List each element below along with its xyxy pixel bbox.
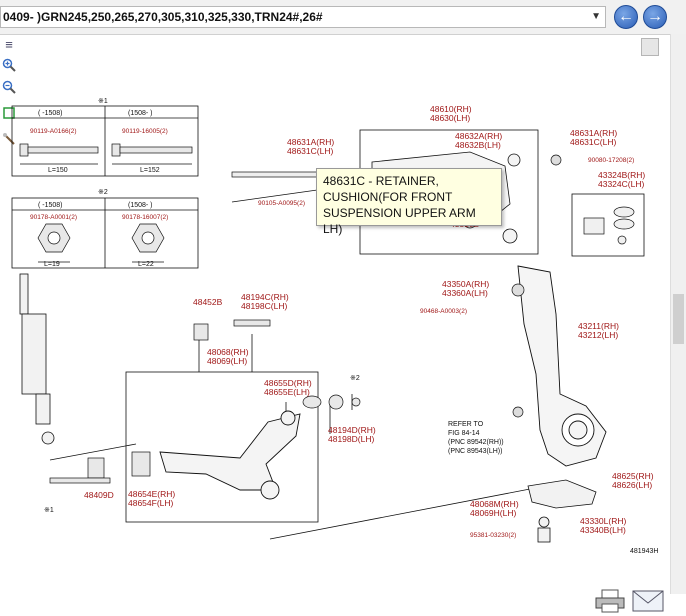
part-48452b[interactable]: 48452B — [193, 297, 223, 307]
part-43330l[interactable]: 43330L(RH) — [580, 516, 626, 526]
panel-toggle-button[interactable] — [641, 38, 659, 56]
refer-line-4: (PNC 89543(LH)) — [448, 448, 502, 455]
part-48625[interactable]: 48625(RH) — [612, 471, 654, 481]
part-48068[interactable]: 48068(RH) — [207, 347, 249, 357]
chevron-down-icon[interactable]: ▼ — [591, 11, 601, 22]
mark-2: ※2 — [350, 375, 360, 382]
fit-icon[interactable] — [0, 106, 18, 124]
part-48655e[interactable]: 48655E(LH) — [264, 387, 310, 397]
table2-col1-header: ( -1508) — [38, 202, 63, 209]
tooltip-line-3: SUSPENSION UPPER ARM LH) — [323, 206, 476, 236]
part-tooltip: 48631C - RETAINER, CUSHION(FOR FRONT SUS… — [316, 168, 502, 236]
part-48409d[interactable]: 48409D — [84, 490, 114, 500]
part-43340b[interactable]: 43340B(LH) — [580, 525, 626, 535]
menu-icon[interactable]: ≡ — [5, 37, 13, 52]
table1-col1-header: ( -1508) — [38, 110, 63, 117]
table2-part1[interactable]: 90178-A0001(2) — [30, 214, 77, 221]
toolbar: 0409- )GRN245,250,265,270,305,310,325,33… — [0, 0, 686, 35]
part-48631c-right[interactable]: 48631C(LH) — [570, 137, 616, 147]
forward-arrow-icon[interactable]: → — [643, 5, 667, 29]
back-arrow-icon[interactable]: ← — [614, 5, 638, 29]
part-48632b[interactable]: 48632B(LH) — [455, 140, 501, 150]
table2-len2: L=22 — [138, 261, 154, 268]
part-48655d[interactable]: 48655D(RH) — [264, 378, 312, 388]
part-48654e[interactable]: 48654E(RH) — [128, 489, 175, 499]
table1-part1[interactable]: 90119-A0166(2) — [30, 128, 77, 135]
table1-len1: L=150 — [48, 167, 68, 174]
part-48631a-right[interactable]: 48631A(RH) — [570, 128, 617, 138]
part-43324c[interactable]: 43324C(LH) — [598, 179, 644, 189]
part-48631a-left[interactable]: 48631A(RH) — [287, 137, 334, 147]
part-43212[interactable]: 43212(LH) — [578, 330, 618, 340]
part-48069h[interactable]: 48069H(LH) — [470, 508, 516, 518]
part-43350a[interactable]: 43350A(RH) — [442, 279, 489, 289]
vertical-scrollbar[interactable] — [670, 34, 686, 594]
part-48630[interactable]: 48630(LH) — [430, 113, 470, 123]
part-48626[interactable]: 48626(LH) — [612, 480, 652, 490]
table2-col2-header: (1508- ) — [128, 202, 153, 209]
part-48631c-left[interactable]: 48631C(LH) — [287, 146, 333, 156]
table1-mark: ※1 — [98, 98, 108, 105]
part-48610[interactable]: 48610(RH) — [430, 104, 472, 114]
table2-part2[interactable]: 90178-16007(2) — [122, 214, 168, 221]
bottom-actions — [592, 586, 670, 616]
table1-part2[interactable]: 90119-16005(2) — [122, 128, 168, 135]
part-48068m[interactable]: 48068M(RH) — [470, 499, 519, 509]
figure-id: 481943H — [630, 548, 658, 555]
part-48654f[interactable]: 48654F(LH) — [128, 498, 174, 508]
tooltip-line-2: CUSHION(FOR FRONT — [323, 190, 453, 204]
table1-len2: L=152 — [140, 167, 160, 174]
parts-diagram: ※1 ( -1508) (1508- ) 90119-A0166(2) 9011… — [11, 98, 658, 555]
part-90080[interactable]: 90080-17208(2) — [588, 157, 634, 164]
model-select[interactable]: 0409- )GRN245,250,265,270,305,310,325,33… — [0, 6, 606, 28]
mail-icon[interactable] — [632, 588, 664, 614]
refer-line-3: (PNC 89542(RH)) — [448, 439, 504, 446]
mark-1: ※1 — [44, 507, 54, 514]
model-select-value: 0409- )GRN245,250,265,270,305,310,325,33… — [3, 10, 323, 24]
scrollbar-thumb[interactable] — [673, 294, 684, 344]
print-icon[interactable] — [594, 588, 626, 614]
part-48194d[interactable]: 48194D(RH) — [328, 425, 376, 435]
part-43324b[interactable]: 43324B(RH) — [598, 170, 645, 180]
part-48069[interactable]: 48069(LH) — [207, 356, 247, 366]
part-43360a[interactable]: 43360A(LH) — [442, 288, 488, 298]
table2-mark: ※2 — [98, 189, 108, 196]
part-43211[interactable]: 43211(RH) — [578, 321, 619, 331]
part-90105[interactable]: 90105-A0095(2) — [258, 200, 305, 207]
refer-line-1: REFER TO — [448, 421, 484, 428]
part-48198d[interactable]: 48198D(LH) — [328, 434, 374, 444]
part-95381[interactable]: 95381-03230(2) — [470, 532, 516, 539]
tooltip-line-1: 48631C - RETAINER, — [323, 174, 439, 188]
part-90468[interactable]: 90468-A0003(2) — [420, 308, 467, 315]
part-48194c[interactable]: 48194C(RH) — [241, 292, 289, 302]
refer-line-2: FIG 84-14 — [448, 430, 480, 437]
zoom-in-icon[interactable] — [0, 58, 18, 76]
table1-col2-header: (1508- ) — [128, 110, 153, 117]
part-48632a[interactable]: 48632A(RH) — [455, 131, 502, 141]
zoom-out-icon[interactable] — [0, 80, 18, 98]
part-48198c[interactable]: 48198C(LH) — [241, 301, 287, 311]
table2-len1: L=19 — [44, 261, 60, 268]
